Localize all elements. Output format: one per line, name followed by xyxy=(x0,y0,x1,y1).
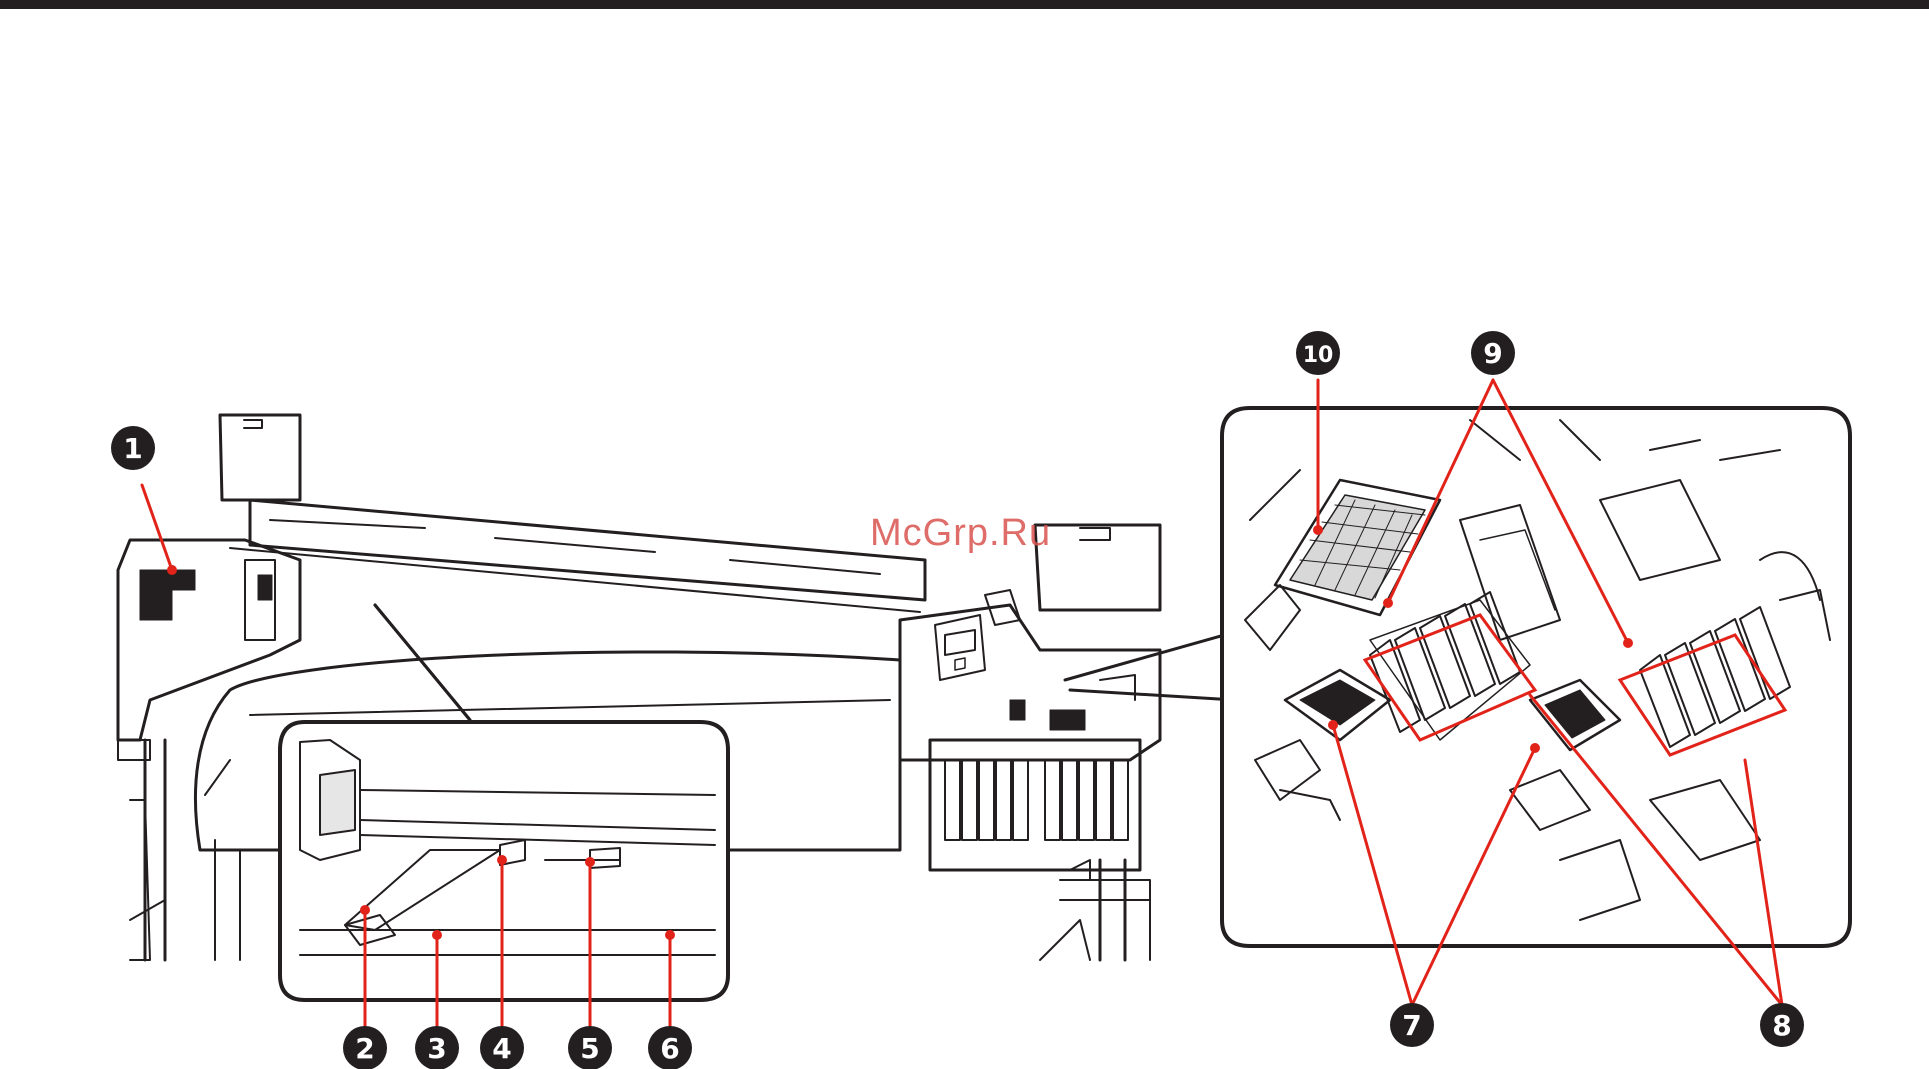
callout-7: 7 xyxy=(1390,1003,1434,1047)
svg-text:1: 1 xyxy=(123,432,142,465)
svg-text:3: 3 xyxy=(427,1032,446,1065)
svg-text:9: 9 xyxy=(1483,337,1502,370)
control-panel-screen xyxy=(945,630,975,655)
svg-text:5: 5 xyxy=(580,1032,599,1065)
svg-text:2: 2 xyxy=(355,1032,374,1065)
svg-text:6: 6 xyxy=(660,1032,679,1065)
left-handle xyxy=(140,570,195,620)
watermark-text: McGrp.Ru xyxy=(870,512,1051,555)
callout-4: 4 xyxy=(480,1026,524,1069)
cap-station-inset xyxy=(1222,408,1850,946)
control-panel xyxy=(935,615,985,680)
callout-3: 3 xyxy=(415,1026,459,1069)
callout-6: 6 xyxy=(648,1026,692,1069)
callout-1: 1 xyxy=(111,426,155,470)
svg-text:10: 10 xyxy=(1303,343,1334,368)
svg-text:8: 8 xyxy=(1772,1009,1791,1042)
callout-5: 5 xyxy=(568,1026,612,1069)
inset-pointer-right xyxy=(1065,632,1235,700)
callout-9: 9 xyxy=(1471,331,1515,375)
right-body xyxy=(900,605,1160,760)
top-rail xyxy=(250,500,925,600)
callout-10: 10 xyxy=(1296,331,1340,375)
callout-8: 8 xyxy=(1760,1003,1804,1047)
svg-text:4: 4 xyxy=(492,1032,511,1065)
callout-2: 2 xyxy=(343,1026,387,1069)
ink-cartridges xyxy=(945,760,1128,840)
leader-1 xyxy=(142,485,172,570)
svg-text:7: 7 xyxy=(1402,1009,1421,1042)
rear-paper-guide-right xyxy=(1035,525,1160,610)
